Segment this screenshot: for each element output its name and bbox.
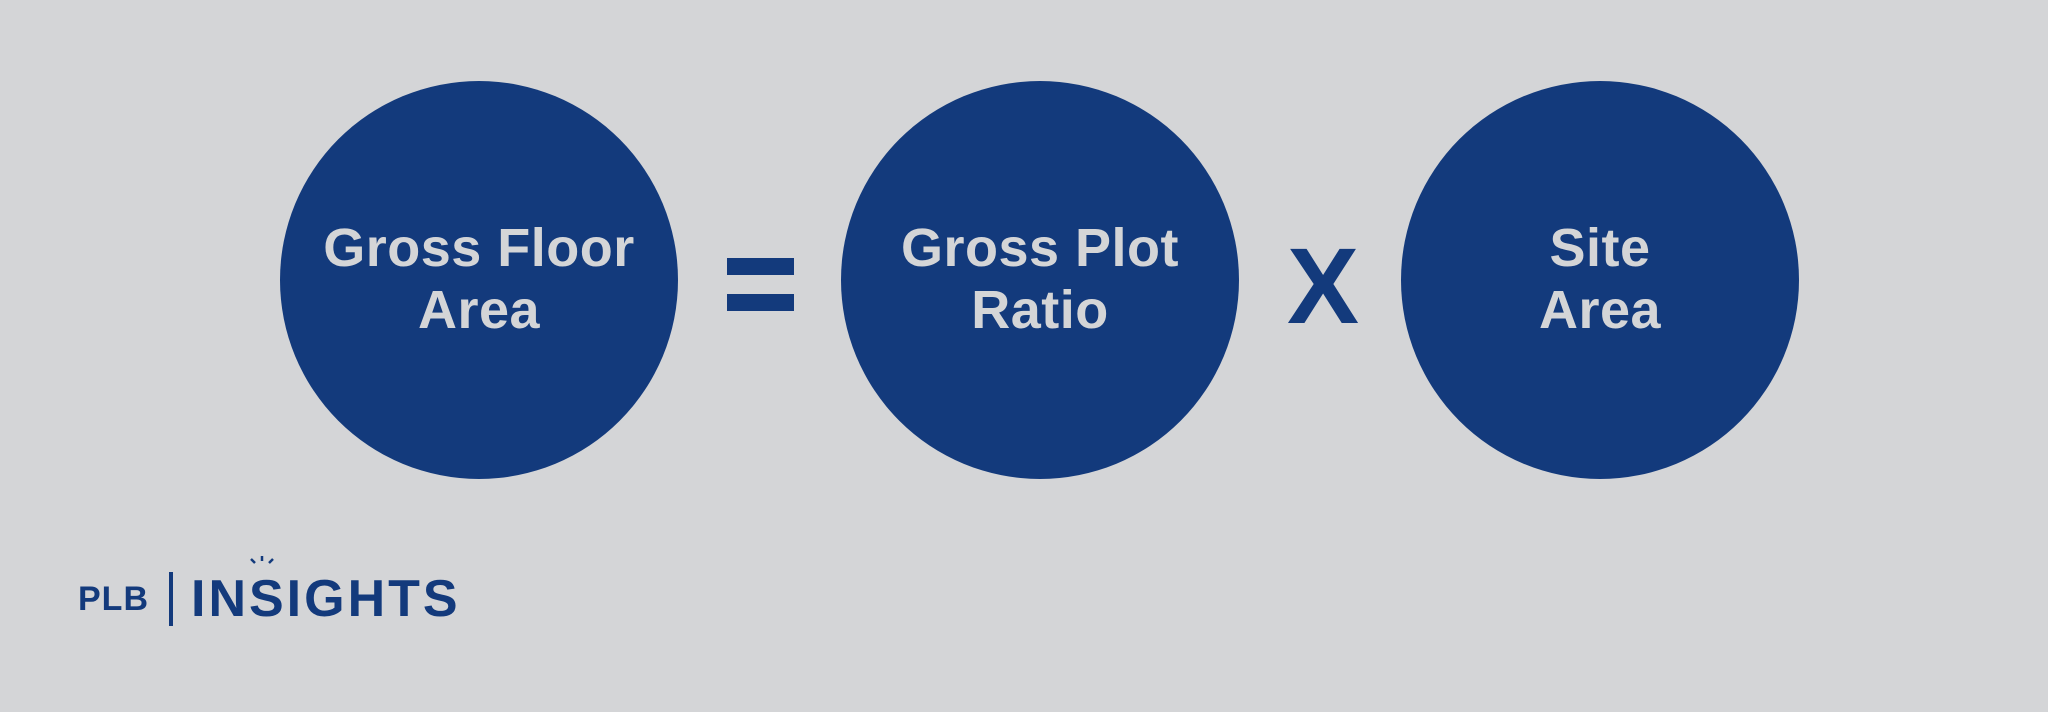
logo-divider <box>169 572 173 626</box>
plb-insights-logo: PLB INSIGHTS <box>78 556 461 629</box>
lightbulb-rays-icon <box>250 556 274 564</box>
gross-floor-area-circle: Gross Floor Area <box>280 81 678 479</box>
equals-bar-bottom <box>727 294 794 311</box>
multiply-sign-icon: X <box>1286 225 1360 346</box>
gross-plot-ratio-label: Gross Plot Ratio <box>900 218 1180 340</box>
gross-plot-ratio-circle: Gross Plot Ratio <box>841 81 1239 479</box>
product-name: INSIGHTS <box>191 556 461 629</box>
site-area-label: Site Area <box>1538 218 1662 340</box>
gross-floor-area-label: Gross Floor Area <box>323 218 635 340</box>
site-area-circle: Site Area <box>1401 81 1799 479</box>
company-name: PLB <box>78 579 149 618</box>
equals-bar-top <box>727 258 794 275</box>
